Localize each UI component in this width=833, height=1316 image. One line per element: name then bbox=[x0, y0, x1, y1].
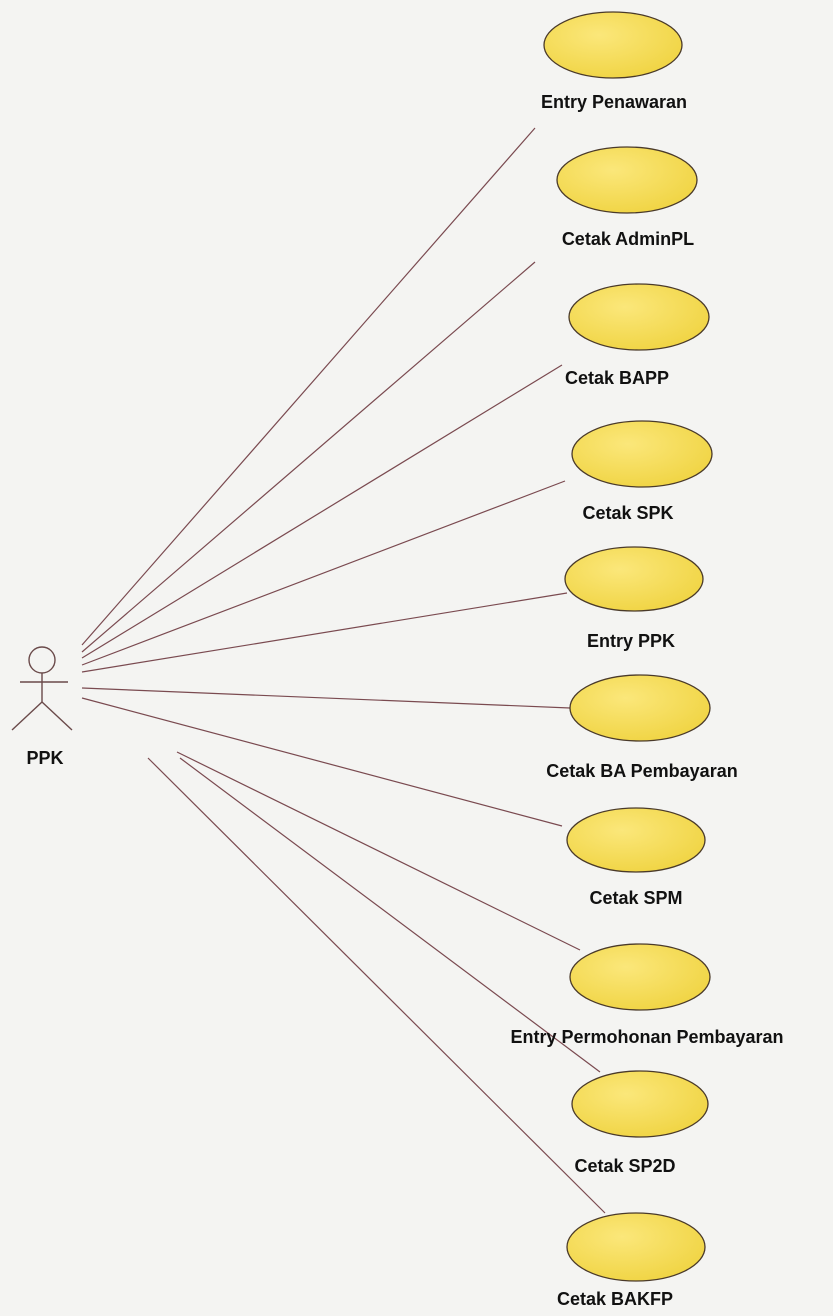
use-case-ellipse bbox=[571, 420, 713, 488]
use-case-entry-penawaran[interactable]: Entry Penawaran bbox=[541, 11, 687, 112]
use-case-ellipse bbox=[556, 146, 698, 214]
use-case-entry-permohonan-pembayaran[interactable]: Entry Permohonan Pembayaran bbox=[510, 943, 784, 1047]
use-case-label: Entry Penawaran bbox=[541, 92, 687, 112]
association-cetak-sp2d bbox=[179, 757, 601, 1073]
use-case-cetak-adminpl[interactable]: Cetak AdminPL bbox=[556, 146, 698, 249]
use-case-ellipse bbox=[543, 11, 683, 79]
actor-head bbox=[28, 646, 56, 674]
actor-label: PPK bbox=[26, 748, 63, 768]
use-case-ellipse bbox=[569, 943, 711, 1011]
association-cetak-spk bbox=[81, 480, 566, 666]
association-entry-penawaran bbox=[81, 127, 536, 646]
use-case-label: Cetak BAPP bbox=[565, 368, 669, 388]
use-case-ellipse bbox=[571, 1070, 709, 1138]
association-entry-permohonan-pembayaran bbox=[176, 751, 581, 951]
association-entry-ppk bbox=[81, 592, 568, 673]
use-case-ellipse bbox=[568, 283, 710, 351]
use-case-cetak-spm[interactable]: Cetak SPM bbox=[566, 807, 706, 908]
use-case-label: Cetak BA Pembayaran bbox=[546, 761, 737, 781]
associations bbox=[81, 127, 606, 1214]
actor-right-leg bbox=[41, 701, 73, 731]
use-case-cetak-ba-pembayaran[interactable]: Cetak BA Pembayaran bbox=[546, 674, 738, 781]
use-case-label: Cetak BAKFP bbox=[557, 1289, 673, 1309]
use-case-ellipse bbox=[569, 674, 711, 742]
use-case-label: Entry PPK bbox=[587, 631, 675, 651]
use-case-ellipse bbox=[564, 546, 704, 612]
use-case-cetak-spk[interactable]: Cetak SPK bbox=[571, 420, 713, 523]
actor-stick-figure bbox=[11, 646, 73, 731]
association-cetak-bapp bbox=[81, 364, 563, 659]
use-case-label: Cetak SPK bbox=[582, 503, 673, 523]
association-cetak-ba-pembayaran bbox=[81, 687, 571, 709]
use-case-cetak-bapp[interactable]: Cetak BAPP bbox=[565, 283, 710, 388]
association-cetak-bakfp bbox=[147, 757, 606, 1214]
association-cetak-adminpl bbox=[81, 261, 536, 653]
use-case-entry-ppk[interactable]: Entry PPK bbox=[564, 546, 704, 651]
use-case-ellipse bbox=[566, 807, 706, 873]
use-case-cetak-bakfp[interactable]: Cetak BAKFP bbox=[557, 1212, 706, 1309]
use-case-label: Entry Permohonan Pembayaran bbox=[510, 1027, 783, 1047]
use-case-label: Cetak AdminPL bbox=[562, 229, 694, 249]
actor-left-leg bbox=[11, 701, 43, 731]
association-cetak-spm bbox=[81, 697, 563, 827]
use-case-cetak-sp2d[interactable]: Cetak SP2D bbox=[571, 1070, 709, 1176]
use-case-ellipse bbox=[566, 1212, 706, 1282]
use-case-label: Cetak SP2D bbox=[574, 1156, 675, 1176]
use-case-label: Cetak SPM bbox=[589, 888, 682, 908]
